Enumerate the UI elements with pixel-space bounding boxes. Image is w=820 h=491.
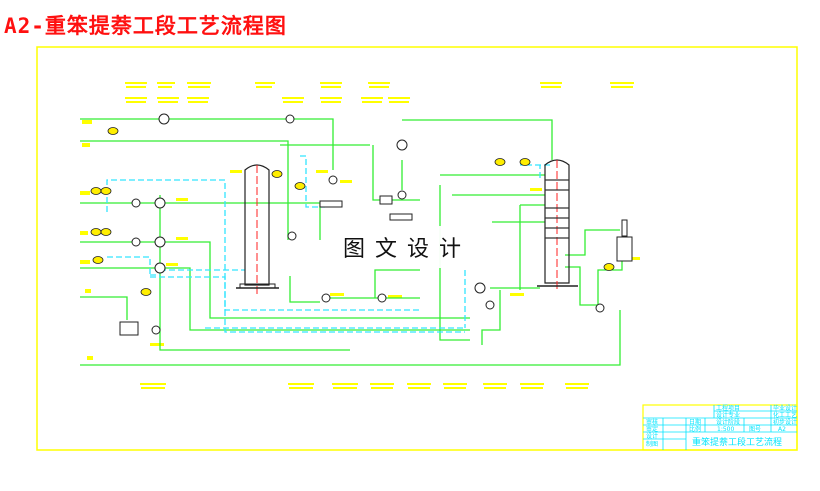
tb-review-label: 审核 [646, 418, 658, 426]
tb-approve-label: 审定 [646, 425, 658, 433]
tb-major-value: 化工工艺 [773, 411, 797, 419]
tb-major-label: 设计专业 [716, 411, 740, 419]
tb-project-value: 毕业设计 [773, 404, 797, 412]
tb-stage-label: 设计阶段 [716, 418, 740, 426]
tb-drawing-name: 重笨提萘工段工艺流程 [692, 436, 782, 448]
tb-stage-value: 初步设计 [773, 418, 797, 426]
drawing-frame [36, 46, 798, 451]
drawing-title: A2-重笨提萘工段工艺流程图 [4, 14, 287, 38]
title-block [642, 404, 798, 451]
instrument-icons [90, 127, 615, 296]
tb-scale-value: 1:500 [717, 426, 734, 433]
equipment-symbols [119, 113, 633, 336]
tb-draw-label: 制图 [646, 440, 658, 448]
watermark: 图文设计 [326, 226, 488, 268]
tb-project-label: 工程项目 [716, 404, 740, 412]
tb-scale-label: 比例 [689, 425, 701, 433]
distillation-column-2 [537, 159, 578, 290]
distillation-column-1 [236, 164, 279, 295]
equipment-tags [80, 82, 640, 389]
tb-design-label: 设计 [646, 432, 658, 440]
tb-drawing-no-label: 图号 [749, 426, 761, 433]
tb-drawing-no-value: A2 [778, 426, 786, 433]
tb-date-label: 日期 [689, 418, 701, 426]
